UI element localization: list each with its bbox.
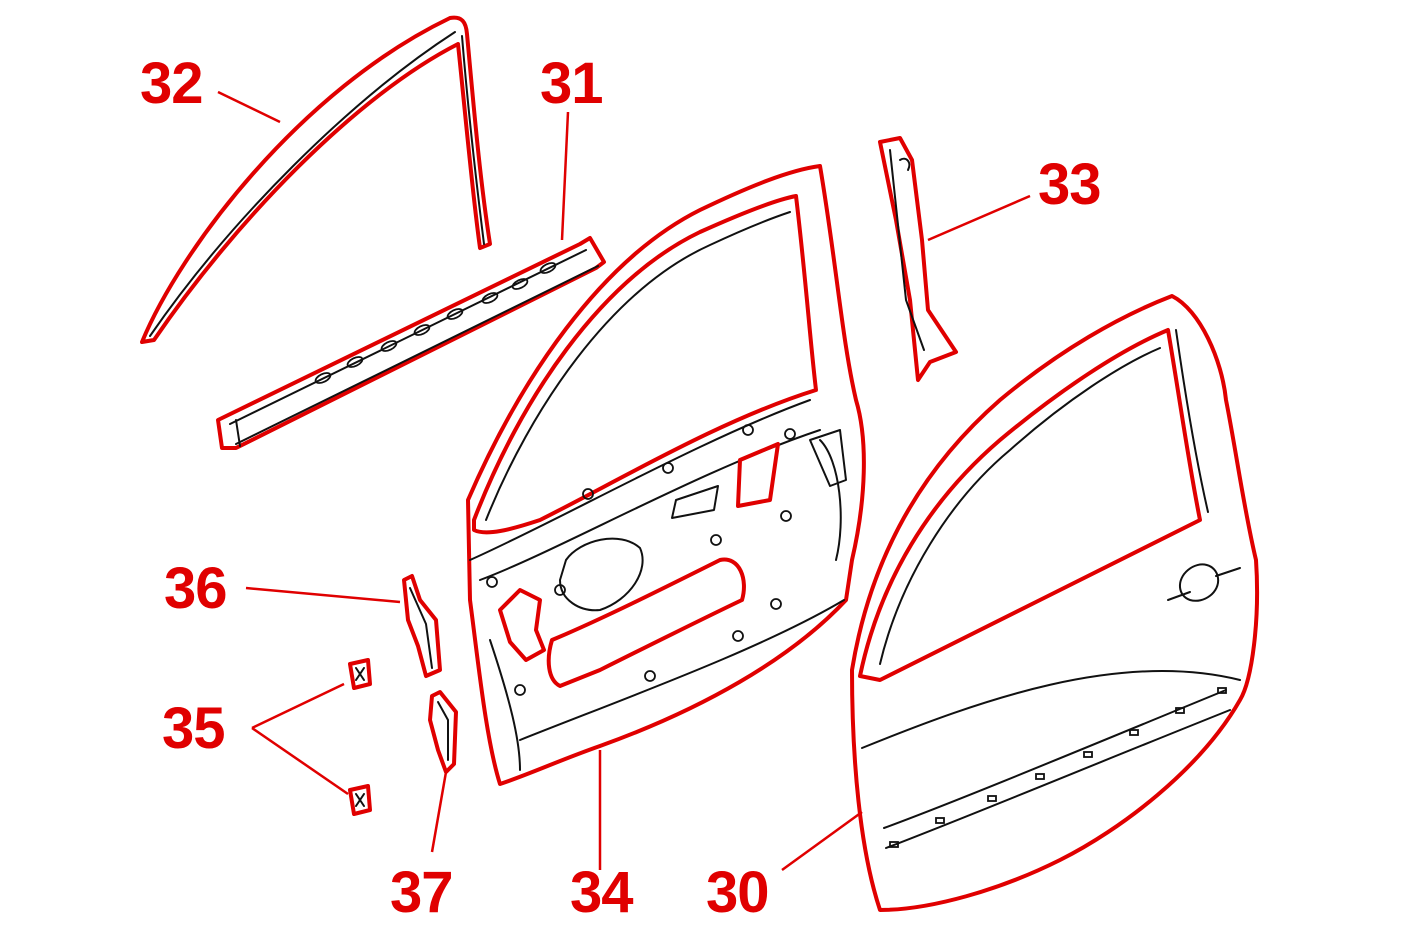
leader-lines — [217, 90, 1031, 872]
callout-34: 34 — [570, 860, 634, 925]
callout-30: 30 — [706, 860, 770, 925]
callout-31: 31 — [540, 51, 604, 116]
leader-32 — [217, 90, 281, 124]
leader-33 — [927, 194, 1031, 242]
leader-31 — [560, 111, 570, 241]
part-37-hinge-bracket-lower — [428, 690, 458, 774]
part-30-outer-door-panel — [850, 294, 1260, 912]
leader-35b — [251, 726, 349, 796]
part-36-hinge-bracket-upper — [402, 574, 442, 678]
part-32-window-frame-channel — [140, 15, 492, 344]
leader-37 — [430, 771, 448, 853]
callout-33: 33 — [1038, 152, 1102, 217]
callout-37: 37 — [390, 860, 454, 925]
leader-30 — [781, 810, 863, 872]
part-35-clip-pair — [348, 658, 372, 816]
callout-36: 36 — [164, 556, 228, 621]
callout-35: 35 — [162, 696, 226, 761]
callout-32: 32 — [140, 51, 204, 116]
leader-35a — [251, 682, 345, 730]
part-33-b-pillar-trim — [878, 136, 958, 382]
part-31-belt-reinforcement — [216, 236, 606, 450]
leader-36 — [245, 586, 401, 604]
part-34-inner-door-panel — [466, 164, 866, 786]
